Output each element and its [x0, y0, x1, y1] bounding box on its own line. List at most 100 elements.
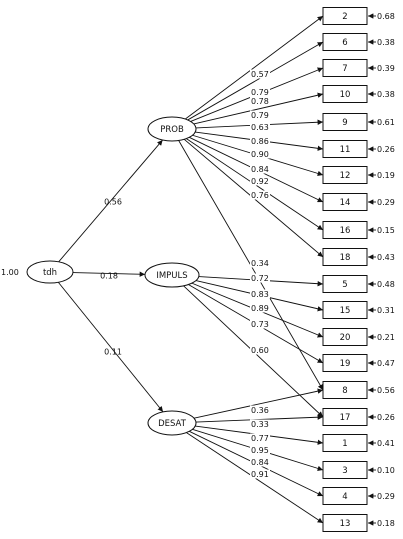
loading-desat-13: 0.91: [251, 470, 269, 479]
loading-label-bg: [250, 258, 270, 268]
item-box-12-label: 12: [340, 171, 351, 181]
item-box-4-label: 4: [342, 492, 347, 502]
item-box-20: [322, 328, 368, 346]
loading-label-bg: [250, 164, 270, 174]
latent-node-impuls: [144, 262, 200, 288]
error-variance-7: 0.39: [377, 64, 395, 73]
latent-node-desat: [147, 410, 197, 436]
item-box-17: [322, 408, 368, 426]
item-box-11: [322, 140, 368, 158]
error-variance-16: 0.15: [377, 226, 395, 235]
item-box-15: [322, 301, 368, 319]
error-variance-19: 0.47: [377, 359, 395, 368]
error-variance-17: 0.26: [377, 413, 395, 422]
loading-label-bg: [250, 289, 270, 299]
error-variance-1: 0.41: [377, 439, 395, 448]
error-variance-13: 0.18: [377, 519, 395, 528]
item-box-3: [322, 461, 368, 479]
error-variance-18: 0.43: [377, 253, 395, 262]
path-tdh-impuls: [72, 271, 146, 277]
item-box-1: [322, 434, 368, 452]
loading-label-bg: [250, 419, 270, 429]
error-variance-15: 0.31: [377, 306, 395, 315]
loading-impuls-15: 0.83: [251, 290, 269, 299]
loading-label-bg: [250, 110, 270, 120]
path-desat-8: [193, 388, 324, 419]
item-box-12: [322, 166, 368, 184]
error-variance-8: 0.56: [377, 386, 395, 395]
loading-prob-6: 0.79: [251, 88, 269, 97]
item-box-14-label: 14: [340, 198, 351, 208]
loading-impuls-20: 0.89: [251, 304, 269, 313]
error-variance-10: 0.38: [377, 90, 395, 99]
loading-label-bg: [250, 457, 270, 467]
path-tdh-desat: [57, 281, 164, 413]
error-variance-5: 0.48: [377, 280, 395, 289]
item-box-4: [322, 487, 368, 505]
item-box-2-label: 2: [342, 12, 347, 22]
item-box-9: [322, 113, 368, 131]
item-box-7: [322, 59, 368, 77]
item-box-18: [322, 248, 368, 266]
loading-desat-8: 0.36: [251, 406, 269, 415]
item-box-5-label: 5: [342, 280, 347, 290]
latent-node-tdh-label: tdh: [43, 268, 57, 278]
error-variance-14: 0.29: [377, 198, 395, 207]
item-box-6: [322, 33, 368, 51]
loading-label-bg: [250, 87, 270, 97]
loading-label-bg: [250, 433, 270, 443]
item-box-10: [322, 85, 368, 103]
latent-node-desat-label: DESAT: [158, 419, 187, 429]
item-box-19: [322, 354, 368, 372]
loading-label-bg: [250, 190, 270, 200]
loading-prob-8: 0.34: [251, 259, 269, 268]
item-box-2: [322, 7, 368, 25]
path-tdh-prob: [58, 139, 163, 263]
latent-node-impuls-label: IMPULS: [156, 271, 187, 281]
loading-label-bg: [250, 445, 270, 455]
path-prob-6: [187, 41, 324, 121]
item-box-16: [322, 221, 368, 239]
loading-desat-17: 0.33: [251, 420, 269, 429]
loading-prob-18: 0.76: [251, 191, 269, 200]
item-box-8-label: 8: [342, 386, 347, 396]
loading-prob-7: 0.78: [251, 97, 269, 106]
loading-impuls-17: 0.60: [251, 346, 269, 355]
error-variance-2: 0.68: [377, 12, 395, 21]
loading-label-bg: [250, 122, 270, 132]
item-box-8: [322, 381, 368, 399]
loading-tdh-desat: 0.11: [104, 348, 122, 357]
loading-tdh-prob: 0.56: [104, 198, 122, 207]
loading-prob-12: 0.90: [251, 150, 269, 159]
loading-label-bg: [250, 273, 270, 283]
loading-impuls-5: 0.72: [251, 274, 269, 283]
loading-prob-9: 0.63: [251, 123, 269, 132]
loading-prob-2: 0.57: [251, 70, 269, 79]
item-box-13-label: 13: [340, 519, 351, 529]
loading-label-bg: [250, 176, 270, 186]
item-box-14: [322, 193, 368, 211]
loading-desat-1: 0.77: [251, 434, 269, 443]
item-box-20-label: 20: [340, 333, 351, 343]
item-box-17-label: 17: [340, 413, 351, 423]
item-box-9-label: 9: [342, 118, 347, 128]
loading-label-bg: [250, 136, 270, 146]
item-box-6-label: 6: [342, 38, 347, 48]
loading-prob-14: 0.84: [251, 165, 269, 174]
item-box-16-label: 16: [340, 226, 351, 236]
error-variance-20: 0.21: [377, 333, 395, 342]
item-box-5: [322, 275, 368, 293]
loading-prob-16: 0.92: [251, 177, 269, 186]
loading-label-bg: [250, 69, 270, 79]
item-box-19-label: 19: [340, 359, 351, 369]
loading-label-bg: [250, 345, 270, 355]
item-box-7-label: 7: [342, 64, 347, 74]
item-box-3-label: 3: [342, 466, 347, 476]
path-prob-2: [185, 15, 324, 120]
loading-label-bg: [250, 149, 270, 159]
item-box-1-label: 1: [342, 439, 347, 449]
item-box-15-label: 15: [340, 306, 351, 316]
loading-label-bg: [250, 96, 270, 106]
error-variance-11: 0.26: [377, 145, 395, 154]
error-variance-12: 0.19: [377, 171, 395, 180]
